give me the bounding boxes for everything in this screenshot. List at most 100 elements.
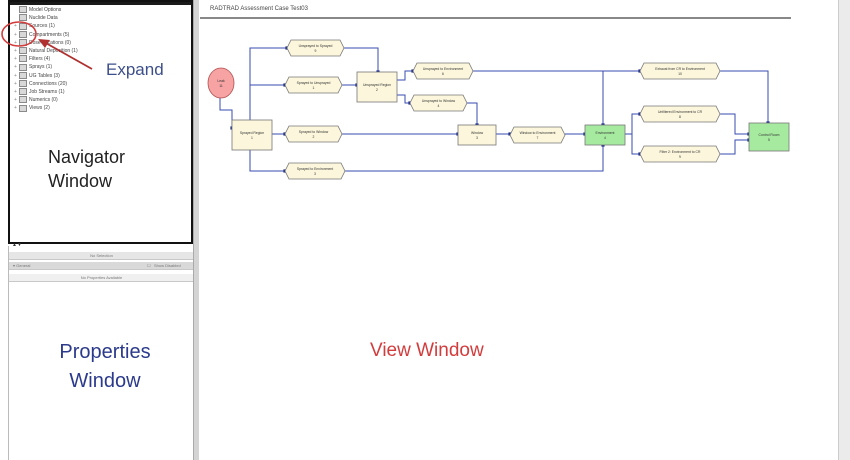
node-label: Control Room xyxy=(759,133,780,137)
node-number: 1 xyxy=(313,86,315,90)
node-number: 9 xyxy=(679,155,681,159)
navigator-label-line2: Window xyxy=(48,171,113,191)
title-rule xyxy=(200,17,791,19)
show-disabled-checkbox[interactable]: ☐ xyxy=(147,263,151,268)
tree-expander-icon[interactable]: + xyxy=(14,64,17,71)
tree-item-label: Dose Locations (0) xyxy=(29,39,71,46)
split-arrows-icon[interactable]: ▲▼ xyxy=(12,242,22,248)
connection-line xyxy=(397,94,410,104)
diagram-node-p9[interactable]: Unfiltered Environment to CR8 xyxy=(639,105,721,123)
tree-expander-icon[interactable]: + xyxy=(14,56,17,63)
tree-item[interactable]: Model Options xyxy=(14,6,61,14)
node-number: 1 xyxy=(251,136,253,140)
tree-expander-icon[interactable]: + xyxy=(14,89,17,95)
tree-item[interactable]: Nuclide Data xyxy=(14,14,58,22)
properties-tab-bar[interactable]: ▾ General ☐ Show Disabled xyxy=(9,262,194,270)
node-label: Environment xyxy=(595,131,614,135)
connection-line xyxy=(397,70,413,81)
tree-node-icon xyxy=(19,55,27,63)
tree-expander-icon[interactable]: + xyxy=(14,23,17,30)
pathway-node-shape[interactable] xyxy=(639,105,721,123)
tree-item[interactable]: + Compartments (5) xyxy=(14,30,70,39)
properties-label-line1: Properties xyxy=(59,341,151,363)
pathway-node-shape[interactable] xyxy=(639,145,721,163)
tree-node-icon xyxy=(19,30,27,38)
compartment-node-shape[interactable] xyxy=(356,71,398,103)
expand-general-icon[interactable]: ▾ xyxy=(13,263,16,268)
node-number: 8 xyxy=(679,115,681,119)
node-label: Unsprayed to Window xyxy=(422,99,456,103)
tree-node-icon xyxy=(19,14,27,22)
diagram-node-p10[interactable]: Filter 2: Environment to CR9 xyxy=(639,145,721,163)
source-node-shape[interactable] xyxy=(207,67,235,99)
tree-expander-icon[interactable]: + xyxy=(14,48,17,54)
tree-item-label: Compartments (5) xyxy=(29,31,70,38)
tree-item[interactable]: +Connections (20) xyxy=(14,79,67,88)
node-label: Unsprayed to Sprayed xyxy=(299,44,333,48)
node-label: Unsprayed to Environment xyxy=(423,67,463,71)
environment-node-shape[interactable] xyxy=(584,124,626,146)
environment-node-shape[interactable] xyxy=(748,122,790,152)
pane-divider[interactable] xyxy=(193,0,199,460)
selection-bar: No Selection xyxy=(9,252,194,260)
expand-annotation xyxy=(1,21,93,70)
tree-expander-icon[interactable]: + xyxy=(14,80,17,87)
tree-expander-icon[interactable]: + xyxy=(14,31,17,38)
pathway-node-shape[interactable] xyxy=(284,76,343,94)
tree-item[interactable]: +Natural Deposition (1) xyxy=(14,47,78,55)
connection-line xyxy=(720,139,749,155)
tree-item[interactable]: +Job Streams (1) xyxy=(14,88,65,96)
tab-general[interactable]: General xyxy=(16,263,31,268)
connection-line xyxy=(625,113,640,135)
tree-expander-icon[interactable]: + xyxy=(14,39,17,46)
compartment-node-shape[interactable] xyxy=(231,119,273,151)
pathway-node-shape[interactable] xyxy=(284,162,346,180)
expand-arrow xyxy=(43,41,93,70)
node-number: 3 xyxy=(314,172,316,176)
tree-item[interactable]: +Sprays (1) xyxy=(14,63,52,71)
pathway-node-shape[interactable] xyxy=(639,62,721,80)
tree-expander-icon[interactable]: + xyxy=(14,72,17,79)
tree-item[interactable]: +Numerics (0) xyxy=(14,96,58,104)
tree-expander-icon[interactable]: + xyxy=(14,97,17,104)
tree-item[interactable]: +Filters (4) xyxy=(14,55,50,63)
tree-node-icon xyxy=(19,6,27,14)
compartment-node-shape[interactable] xyxy=(457,124,497,146)
node-label: Exhaust from CR to Environment xyxy=(655,67,705,71)
pathway-node-shape[interactable] xyxy=(286,39,345,57)
tree-node-icon xyxy=(19,63,27,71)
node-label: Window xyxy=(471,131,484,135)
node-number: 3 xyxy=(476,136,478,140)
tree-expander-icon[interactable]: + xyxy=(14,105,17,112)
pathway-node-shape[interactable] xyxy=(509,126,566,144)
tree-item[interactable]: +UG Tables (3) xyxy=(14,71,60,80)
pathway-node-shape[interactable] xyxy=(412,62,474,80)
tree-item[interactable]: +Views (2) xyxy=(14,104,50,112)
pathway-node-shape[interactable] xyxy=(409,94,468,112)
node-number: 5 xyxy=(768,138,770,142)
tree-node-icon xyxy=(19,71,27,79)
connection-line xyxy=(232,47,287,126)
case-title: RADTRAD Assessment Case Test03 xyxy=(210,6,308,12)
node-number: 4 xyxy=(438,104,440,108)
pathway-node-shape[interactable] xyxy=(284,125,343,143)
connection-line xyxy=(249,150,285,172)
properties-window[interactable]: No Selection ▾ General ☐ Show Disabled N… xyxy=(8,246,194,460)
